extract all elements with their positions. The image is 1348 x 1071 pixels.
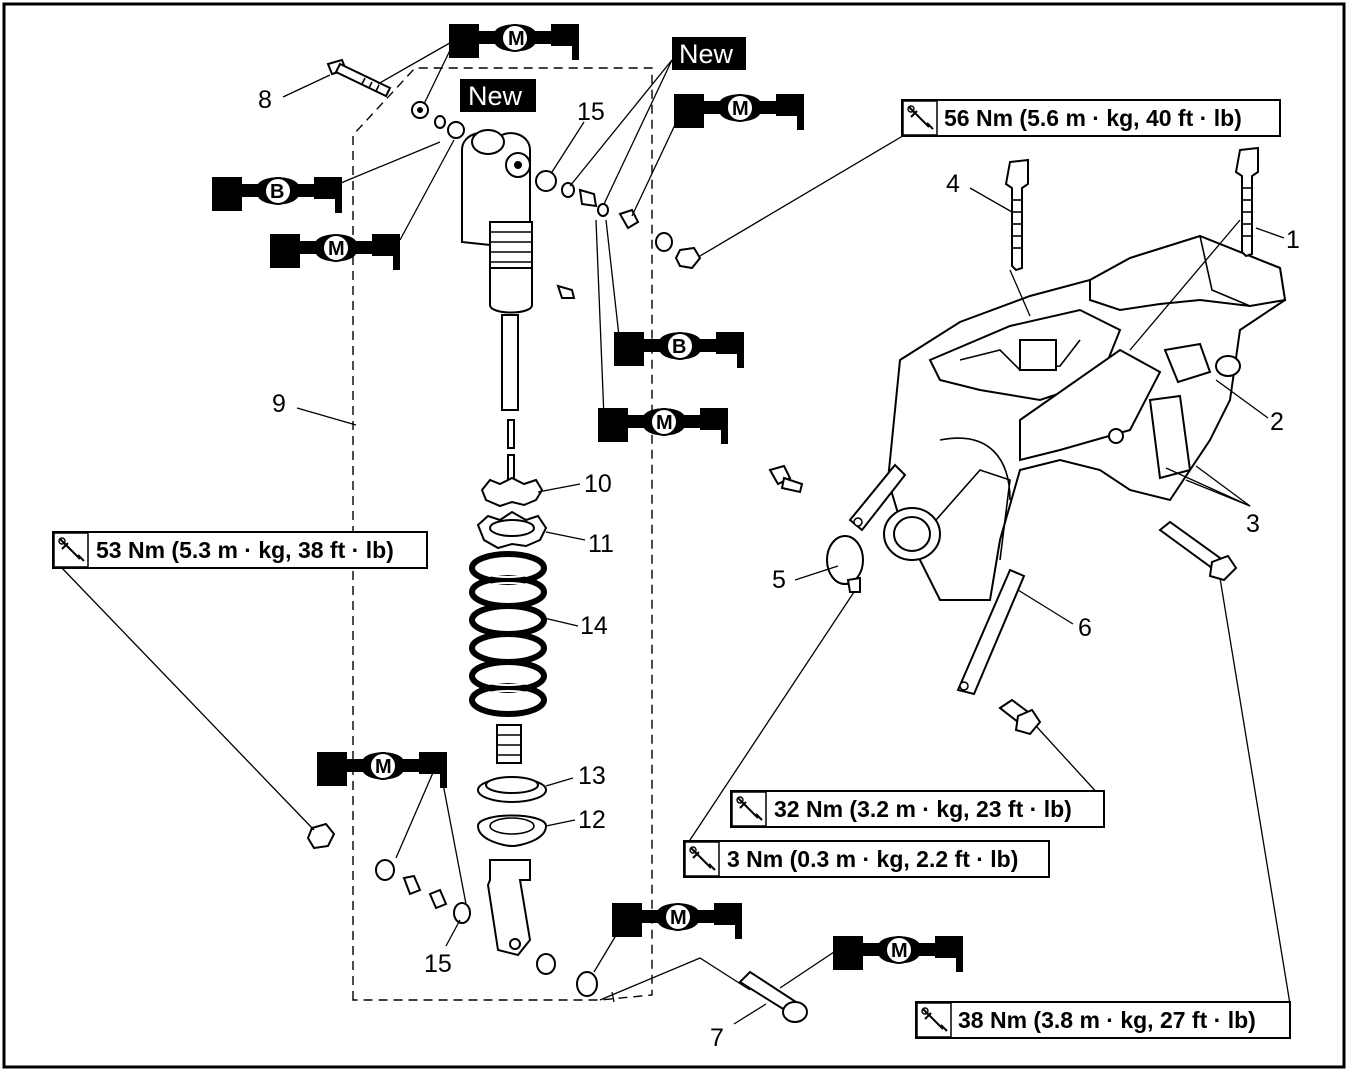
- lubricant-gun-icon: B: [613, 331, 745, 369]
- torque-wrench-icon: [53, 532, 89, 568]
- svg-text:M: M: [891, 940, 908, 962]
- part-number-9: 9: [272, 390, 286, 418]
- torque-wrench-icon: [916, 1002, 952, 1038]
- part-number-7: 7: [710, 1024, 724, 1052]
- svg-text:38 Nm (3.8 m · kg, 27 ft · lb): 38 Nm (3.8 m · kg, 27 ft · lb): [958, 1007, 1256, 1033]
- lubricant-gun-icon: M: [448, 23, 580, 61]
- part-number-15-top: 15: [577, 98, 605, 126]
- new-label-1: New: [460, 79, 536, 112]
- part-number-4: 4: [946, 170, 960, 198]
- svg-text:B: B: [270, 181, 284, 203]
- torque-spec-3nm: 3 Nm (0.3 m · kg, 2.2 ft · lb): [683, 840, 1050, 878]
- svg-text:M: M: [375, 756, 392, 778]
- part-number-14: 14: [580, 612, 608, 640]
- lubricant-gun-icon: M: [597, 407, 729, 445]
- part-number-6: 6: [1078, 614, 1092, 642]
- part-number-8: 8: [258, 86, 272, 114]
- part-number-11: 11: [588, 530, 614, 558]
- part-number-10: 10: [584, 470, 612, 498]
- part-number-15-bottom: 15: [424, 950, 452, 978]
- torque-wrench-icon: [731, 791, 767, 827]
- svg-text:32 Nm (3.2 m · kg, 23 ft · lb): 32 Nm (3.2 m · kg, 23 ft · lb): [774, 796, 1072, 822]
- svg-text:New: New: [468, 81, 523, 111]
- lubricant-gun-icon: M: [611, 902, 743, 940]
- lubricant-gun-icon: M: [673, 93, 805, 131]
- new-label-2: New: [672, 37, 746, 70]
- lubricant-gun-icon: M: [316, 751, 448, 789]
- torque-spec-56nm: 56 Nm (5.6 m · kg, 40 ft · lb): [901, 99, 1281, 137]
- shock-absorber: [461, 129, 576, 957]
- rear-frame-bolts: [768, 464, 1238, 736]
- torque-spec-38nm: 38 Nm (3.8 m · kg, 27 ft · lb): [915, 1001, 1291, 1039]
- svg-text:53 Nm (5.3 m · kg, 38 ft · lb): 53 Nm (5.3 m · kg, 38 ft · lb): [96, 537, 394, 563]
- lower-mount-hardware: [306, 822, 808, 1023]
- leader-lines: [59, 39, 1291, 1025]
- torque-spec-53nm: 53 Nm (5.3 m · kg, 38 ft · lb): [52, 531, 428, 569]
- svg-text:M: M: [732, 98, 749, 120]
- svg-text:New: New: [679, 39, 734, 69]
- svg-text:56 Nm (5.6 m · kg, 40 ft · lb): 56 Nm (5.6 m · kg, 40 ft · lb): [944, 105, 1242, 131]
- torque-wrench-icon: [684, 841, 720, 877]
- svg-text:3 Nm (0.3 m · kg, 2.2 ft · lb): 3 Nm (0.3 m · kg, 2.2 ft · lb): [727, 846, 1018, 872]
- spring: [469, 551, 547, 717]
- part-number-labels: 1 2 3 4 5 6 7 8 9 10 11 12 13 14 15 15: [258, 86, 1300, 1052]
- lubricant-gun-icon: M: [832, 935, 964, 973]
- cable-ties: [1004, 146, 1259, 272]
- rear-frame-airbox: [848, 234, 1287, 696]
- part-number-13: 13: [578, 762, 606, 790]
- svg-text:M: M: [656, 412, 673, 434]
- lubricant-gun-icon: M: [269, 233, 401, 271]
- part-number-1: 1: [1286, 226, 1300, 254]
- svg-text:M: M: [328, 238, 345, 260]
- torque-wrench-icon: [902, 100, 938, 136]
- part-number-3: 3: [1246, 510, 1260, 538]
- torque-spec-32nm: 32 Nm (3.2 m · kg, 23 ft · lb): [730, 790, 1105, 828]
- svg-text:B: B: [672, 336, 686, 358]
- part-number-2: 2: [1270, 408, 1284, 436]
- part-number-12: 12: [578, 806, 606, 834]
- shock-assembly-outline: [352, 67, 653, 1001]
- svg-text:M: M: [670, 907, 687, 929]
- upper-mount-hardware: [326, 58, 702, 270]
- svg-text:M: M: [508, 28, 525, 50]
- part-number-5: 5: [772, 566, 786, 594]
- lubricant-gun-icon: B: [211, 176, 343, 214]
